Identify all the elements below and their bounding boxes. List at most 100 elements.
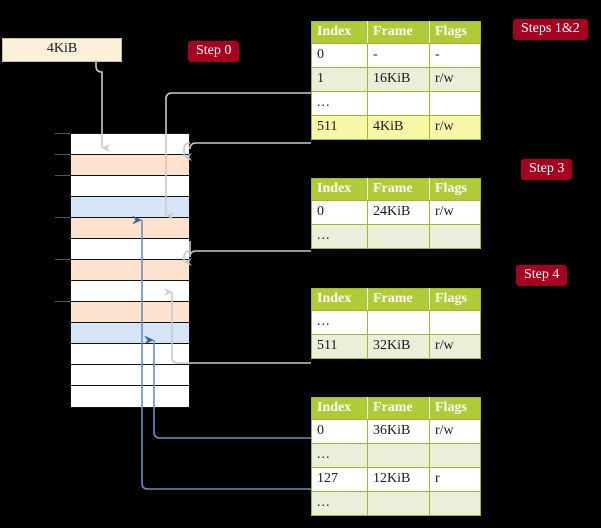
table-cell: 1	[311, 67, 368, 92]
wire-memory-to-l3	[183, 241, 311, 266]
physical-memory-column	[70, 133, 190, 408]
table-cell: ...	[311, 491, 368, 516]
table-cell: -	[367, 43, 430, 68]
table-row: 0--	[311, 43, 481, 68]
table-cell	[367, 310, 430, 335]
table-cell	[367, 91, 430, 116]
ellipsis: ...	[317, 495, 331, 510]
source-frame-box: 4KiB	[2, 38, 122, 62]
ellipsis: ...	[317, 447, 331, 462]
column-header-frame: Frame	[367, 178, 430, 201]
wire-l2-to-memory	[164, 288, 311, 364]
column-header-frame: Frame	[367, 397, 430, 420]
badge-step3: Step 3	[521, 159, 573, 180]
table-row: ...	[311, 224, 481, 249]
table-cell: 0	[311, 200, 368, 225]
column-header-index: Index	[311, 21, 368, 44]
memory-tick	[55, 217, 70, 218]
table-cell	[367, 491, 430, 516]
table-cell	[429, 224, 481, 249]
memory-frame-row	[71, 218, 189, 239]
memory-frame-row	[71, 155, 189, 176]
table-cell: r/w	[429, 67, 481, 92]
memory-tick	[55, 301, 70, 302]
badge-steps12: Steps 1&2	[513, 19, 588, 40]
table-cell: ...	[311, 310, 368, 335]
table-cell	[429, 91, 481, 116]
table-cell: -	[429, 43, 481, 68]
column-header-flags: Flags	[429, 21, 481, 44]
memory-frame-row	[71, 134, 189, 155]
column-header-frame: Frame	[367, 21, 430, 44]
table-cell: ...	[311, 91, 368, 116]
table-cell	[367, 224, 430, 249]
memory-frame-row	[71, 197, 189, 218]
table-cell	[429, 443, 481, 468]
ellipsis: ...	[317, 228, 331, 243]
column-header-index: Index	[311, 288, 368, 311]
memory-frame-row	[71, 260, 189, 281]
table-cell: 36KiB	[367, 419, 430, 444]
memory-frame-row	[71, 239, 189, 260]
table-cell: 0	[311, 43, 368, 68]
memory-frame-row	[71, 344, 189, 365]
table-row: ...	[311, 310, 481, 335]
badge-step4: Step 4	[516, 265, 568, 286]
wire-memory-to-l4	[183, 142, 311, 161]
table-cell: ...	[311, 224, 368, 249]
table-row: ...	[311, 91, 481, 116]
table-cell: 127	[311, 467, 368, 492]
memory-tick	[55, 154, 70, 155]
table-cell: 32KiB	[367, 334, 430, 359]
ellipsis: ...	[317, 314, 331, 329]
badge-step0: Step 0	[188, 41, 240, 62]
ellipsis: ...	[317, 95, 331, 110]
table-cell: 511	[311, 115, 368, 140]
memory-frame-row	[71, 323, 189, 344]
table-cell: 24KiB	[367, 200, 430, 225]
table-row: ...	[311, 491, 481, 516]
memory-frame-row	[71, 386, 189, 407]
table-cell: r/w	[429, 115, 481, 140]
column-header-frame: Frame	[367, 288, 430, 311]
column-header-flags: Flags	[429, 288, 481, 311]
memory-tick	[55, 259, 70, 260]
column-header-flags: Flags	[429, 397, 481, 420]
column-header-flags: Flags	[429, 178, 481, 201]
memory-tick	[55, 133, 70, 134]
table-cell: 511	[311, 334, 368, 359]
table-cell: r/w	[429, 200, 481, 225]
source-frame-label: 4KiB	[46, 41, 78, 56]
table-cell: 12KiB	[367, 467, 430, 492]
memory-tick	[55, 175, 70, 176]
table-cell: r/w	[429, 334, 481, 359]
table-cell: 0	[311, 419, 368, 444]
table-cell: ...	[311, 443, 368, 468]
table-cell: 4KiB	[367, 115, 430, 140]
column-header-index: Index	[311, 178, 368, 201]
memory-frame-row	[71, 302, 189, 323]
table-cell: 16KiB	[367, 67, 430, 92]
table-cell	[367, 443, 430, 468]
table-cell	[429, 491, 481, 516]
table-cell: r	[429, 467, 481, 492]
memory-frame-row	[71, 281, 189, 302]
memory-frame-row	[71, 176, 189, 197]
memory-frame-row	[71, 365, 189, 386]
table-row: ...	[311, 443, 481, 468]
